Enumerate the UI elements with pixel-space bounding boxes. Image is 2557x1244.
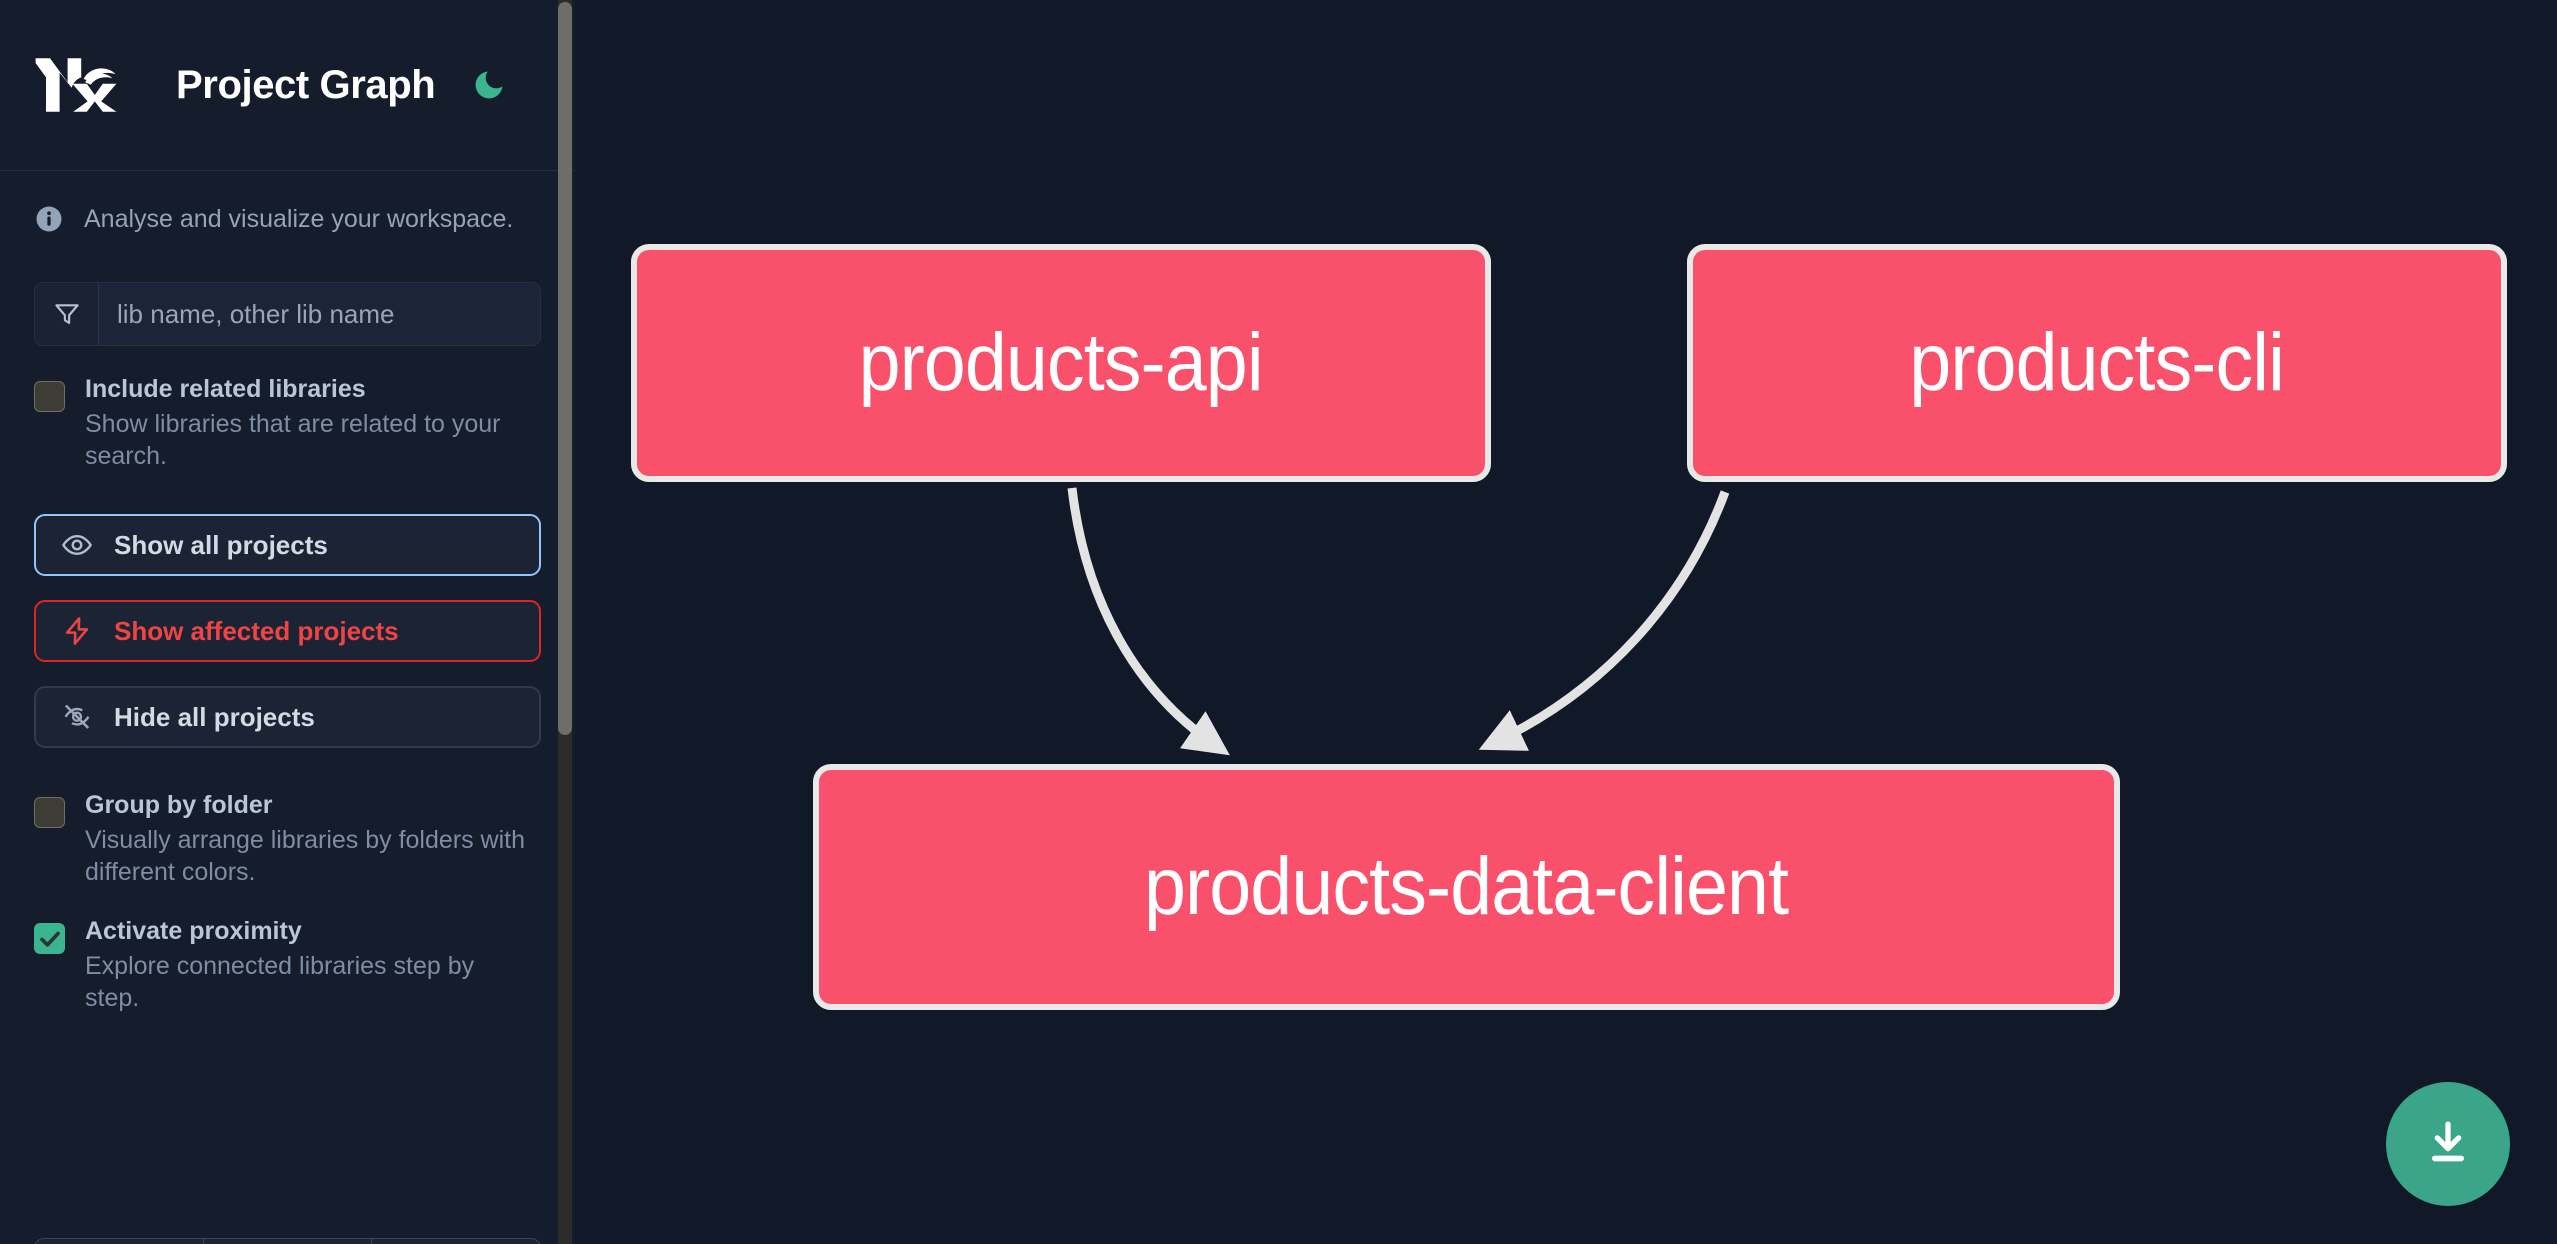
- include-related-libraries-checkbox[interactable]: [34, 381, 65, 412]
- graph-node-products-data-client[interactable]: products-data-client: [813, 764, 2120, 1010]
- eye-slash-icon: [60, 700, 94, 734]
- hide-all-projects-label: Hide all projects: [114, 701, 315, 732]
- show-affected-projects-label: Show affected projects: [114, 615, 399, 646]
- checkbox-row-include-related-libraries[interactable]: Include related libraries Show libraries…: [34, 376, 541, 472]
- segment-1[interactable]: [35, 1239, 204, 1244]
- checkbox-row-group-by-folder[interactable]: Group by folder Visually arrange librari…: [34, 792, 541, 888]
- download-graph-button[interactable]: [2386, 1082, 2510, 1206]
- filter-search-box[interactable]: [34, 282, 541, 346]
- graph-node-label: products-api: [858, 317, 1264, 408]
- show-all-projects-label: Show all projects: [114, 529, 328, 560]
- checkbox-row-activate-proximity[interactable]: Activate proximity Explore connected lib…: [34, 918, 541, 1014]
- graph-edges: [1067, 487, 1730, 756]
- graph-node-products-cli[interactable]: products-cli: [1687, 244, 2507, 482]
- workspace-info-text: Analyse and visualize your workspace.: [84, 204, 514, 233]
- funnel-icon: [35, 283, 99, 345]
- proximity-step-segmented-control[interactable]: [34, 1238, 541, 1244]
- info-circle-icon: [34, 204, 64, 234]
- graph-node-label: products-data-client: [1144, 841, 1789, 932]
- sidebar-scrollbar-thumb[interactable]: [558, 2, 572, 735]
- sidebar-header: Project Graph: [0, 0, 575, 171]
- include-related-libraries-label: Include related libraries: [85, 375, 366, 403]
- activate-proximity-description: Explore connected libraries step by step…: [85, 952, 475, 1012]
- nx-logo-icon: [34, 55, 130, 115]
- search-input[interactable]: [99, 283, 540, 345]
- download-icon: [2419, 1114, 2477, 1175]
- graph-node-label: products-cli: [1909, 317, 2286, 408]
- group-by-folder-label: Group by folder: [85, 791, 273, 819]
- activate-proximity-label: Activate proximity: [85, 917, 302, 945]
- moon-icon[interactable]: [469, 65, 509, 105]
- page-title: Project Graph: [176, 62, 436, 107]
- show-all-projects-button[interactable]: Show all projects: [34, 514, 541, 576]
- activate-proximity-checkbox[interactable]: [34, 923, 65, 954]
- eye-icon: [60, 528, 94, 562]
- graph-node-products-api[interactable]: products-api: [631, 244, 1491, 482]
- edge-products-api-to-products-data-client: [1067, 487, 1230, 756]
- group-by-folder-description: Visually arrange libraries by folders wi…: [85, 826, 526, 886]
- sidebar-body: Analyse and visualize your workspace. In…: [0, 171, 575, 1014]
- segment-2[interactable]: [204, 1239, 373, 1244]
- lightning-icon: [60, 614, 94, 648]
- workspace-info: Analyse and visualize your workspace.: [34, 171, 541, 242]
- segment-3[interactable]: [372, 1239, 540, 1244]
- sidebar: Project Graph Analyse and visualize your…: [0, 0, 575, 1244]
- show-affected-projects-button[interactable]: Show affected projects: [34, 600, 541, 662]
- group-by-folder-checkbox[interactable]: [34, 797, 65, 828]
- hide-all-projects-button[interactable]: Hide all projects: [34, 686, 541, 748]
- include-related-libraries-description: Show libraries that are related to your …: [85, 410, 501, 470]
- edge-products-cli-to-products-data-client: [1478, 490, 1730, 751]
- graph-canvas[interactable]: products-api products-cli products-data-…: [575, 0, 2557, 1244]
